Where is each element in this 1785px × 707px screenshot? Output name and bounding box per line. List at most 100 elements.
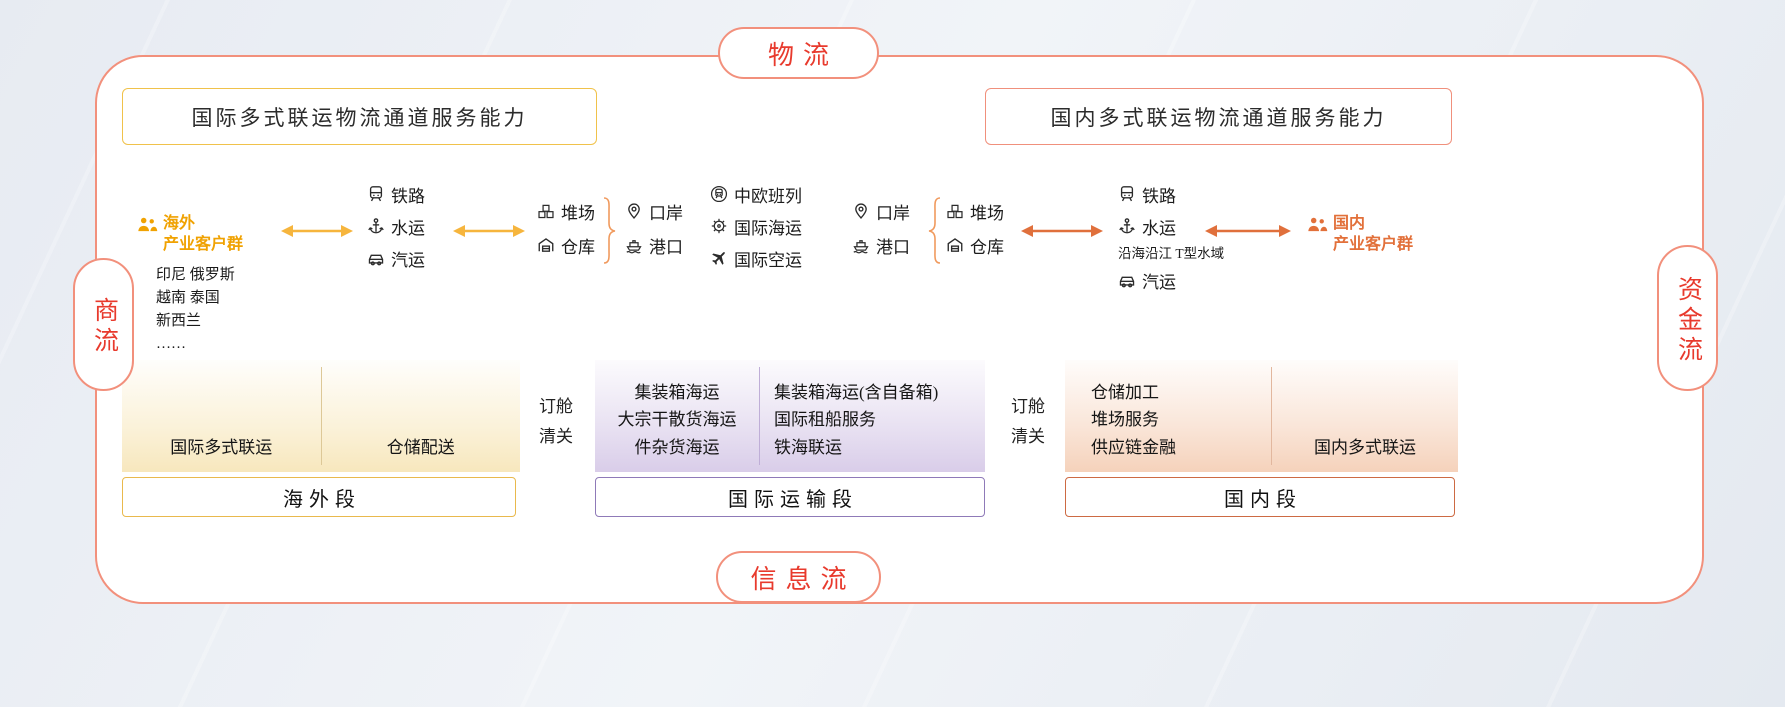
segment-cell: 国内多式联运: [1272, 360, 1458, 472]
overseas-transport-modes: 铁路 水运 汽运: [367, 182, 425, 270]
segment-item: 国际多式联运: [170, 437, 273, 457]
node-label: 口岸: [649, 203, 683, 223]
mode-intl-sea: 国际海运: [710, 214, 802, 238]
overseas-countries-list: 印尼 俄罗斯 越南 泰国 新西兰 ……: [156, 267, 235, 352]
segment-item: 集装箱海运(含自备箱): [774, 382, 939, 402]
segment-item: 堆场服务: [1091, 410, 1159, 429]
domestic-capability-box: 国内多式联运物流通道服务能力: [985, 88, 1452, 145]
segment-cell: 集装箱海运(含自备箱) 国际租船服务 铁海联运: [760, 360, 985, 472]
node-border-port: 口岸: [852, 199, 910, 223]
water-coverage-note: 沿海沿江 T型水域: [1118, 246, 1225, 261]
grouping-brace: [928, 197, 942, 265]
international-capability-box: 国际多式联运物流通道服务能力: [122, 88, 597, 145]
anchor-icon: [367, 217, 385, 235]
right-storage-nodes: 堆场 仓库: [946, 199, 1004, 257]
segment-item: 供应链金融: [1091, 437, 1176, 457]
double-arrow-icon: [452, 224, 526, 238]
node-warehouse: 仓库: [537, 233, 595, 257]
node-label: 仓库: [561, 237, 595, 257]
divider: [1271, 367, 1272, 465]
double-arrow-icon: [280, 224, 354, 238]
mode-rail: 铁路: [1118, 182, 1224, 206]
mode-rail: 铁路: [367, 182, 425, 206]
mode-label: 水运: [1142, 218, 1176, 238]
helm-icon: [710, 217, 728, 235]
mode-label: 国际海运: [734, 218, 802, 238]
mode-intl-air: 国际空运: [710, 246, 802, 270]
node-label: 堆场: [561, 203, 595, 223]
domestic-segment-label: 国内段: [1065, 477, 1455, 517]
flow-pill-capital: 资金流: [1657, 245, 1718, 391]
segment-cell: 仓储加工 堆场服务 供应链金融: [1065, 360, 1271, 472]
flow-pill-information: 信息流: [716, 551, 881, 603]
segment-item: 国内多式联运: [1314, 437, 1416, 457]
mode-label: 汽运: [391, 250, 425, 270]
node-warehouse: 仓库: [946, 233, 1004, 257]
mode-water: 水运: [367, 214, 425, 238]
mode-road: 汽运: [367, 246, 425, 270]
segment-cell: 国际多式联运: [122, 360, 321, 472]
domestic-customer-group: 国内 产业客户群: [1306, 213, 1413, 255]
domestic-segment-block: 仓储加工 堆场服务 供应链金融 国内多式联运: [1065, 360, 1458, 472]
yard-icon: [537, 202, 555, 220]
people-group-icon: [136, 216, 158, 233]
segment-item: 铁海联运: [774, 437, 842, 457]
node-label: 口岸: [876, 203, 910, 223]
truck-icon: [1118, 271, 1136, 289]
mode-china-europe-rail: 中欧班列: [710, 182, 802, 206]
segment-cell: 仓储配送: [322, 360, 521, 472]
booking-customs-note: 订舱 清关: [1011, 397, 1045, 446]
mode-label: 中欧班列: [734, 186, 802, 206]
ship-icon: [625, 236, 643, 254]
mode-label: 国际空运: [734, 250, 802, 270]
railway-emblem-icon: [710, 185, 728, 203]
mode-label: 汽运: [1142, 272, 1176, 292]
train-icon: [1118, 185, 1136, 203]
domestic-transport-modes: 铁路 水运 沿海沿江 T型水域 汽运: [1118, 182, 1224, 292]
warehouse-icon: [946, 236, 964, 254]
segment-item: 集装箱海运: [634, 382, 720, 402]
international-transport-modes: 中欧班列 国际海运 国际空运: [710, 182, 802, 270]
overseas-customer-label: 海外 产业客户群: [163, 215, 244, 253]
segment-cell: 集装箱海运 大宗干散货海运 件杂货海运: [595, 360, 759, 472]
grouping-brace: [602, 197, 616, 265]
segment-item: 国际租船服务: [774, 410, 876, 429]
overseas-customer-group: 海外 产业客户群: [136, 213, 243, 255]
anchor-icon: [1118, 217, 1136, 235]
location-icon: [625, 202, 643, 220]
divider: [320, 367, 322, 465]
node-label: 堆场: [970, 203, 1004, 223]
segment-item: 仓储配送: [386, 437, 455, 457]
train-icon: [367, 185, 385, 203]
node-yard: 堆场: [946, 199, 1004, 223]
booking-customs-note: 订舱 清关: [539, 397, 573, 446]
left-storage-nodes: 堆场 仓库: [537, 199, 595, 257]
truck-icon: [367, 249, 385, 267]
ship-icon: [852, 236, 870, 254]
people-group-icon: [1306, 216, 1328, 233]
yard-icon: [946, 202, 964, 220]
mode-label: 水运: [391, 218, 425, 238]
international-segment-block: 集装箱海运 大宗干散货海运 件杂货海运 集装箱海运(含自备箱) 国际租船服务 铁…: [595, 360, 985, 472]
left-port-nodes: 口岸 港口: [625, 199, 683, 257]
double-arrow-icon: [1020, 224, 1104, 238]
warehouse-icon: [537, 236, 555, 254]
mode-label: 铁路: [391, 186, 425, 206]
location-icon: [852, 202, 870, 220]
flow-pill-logistics: 物流: [718, 27, 879, 79]
node-border-port: 口岸: [625, 199, 683, 223]
right-port-nodes: 口岸 港口: [852, 199, 910, 257]
mode-label: 铁路: [1142, 186, 1176, 206]
node-label: 仓库: [970, 237, 1004, 257]
divider: [759, 367, 760, 465]
double-arrow-icon: [1204, 224, 1292, 238]
segment-item: 大宗干散货海运: [617, 410, 737, 429]
segment-item: 件杂货海运: [634, 437, 720, 457]
node-label: 港口: [649, 237, 683, 257]
node-seaport: 港口: [852, 233, 910, 257]
domestic-customer-label: 国内 产业客户群: [1333, 215, 1414, 253]
overseas-segment-block: 国际多式联运 仓储配送: [122, 360, 520, 472]
node-yard: 堆场: [537, 199, 595, 223]
node-seaport: 港口: [625, 233, 683, 257]
